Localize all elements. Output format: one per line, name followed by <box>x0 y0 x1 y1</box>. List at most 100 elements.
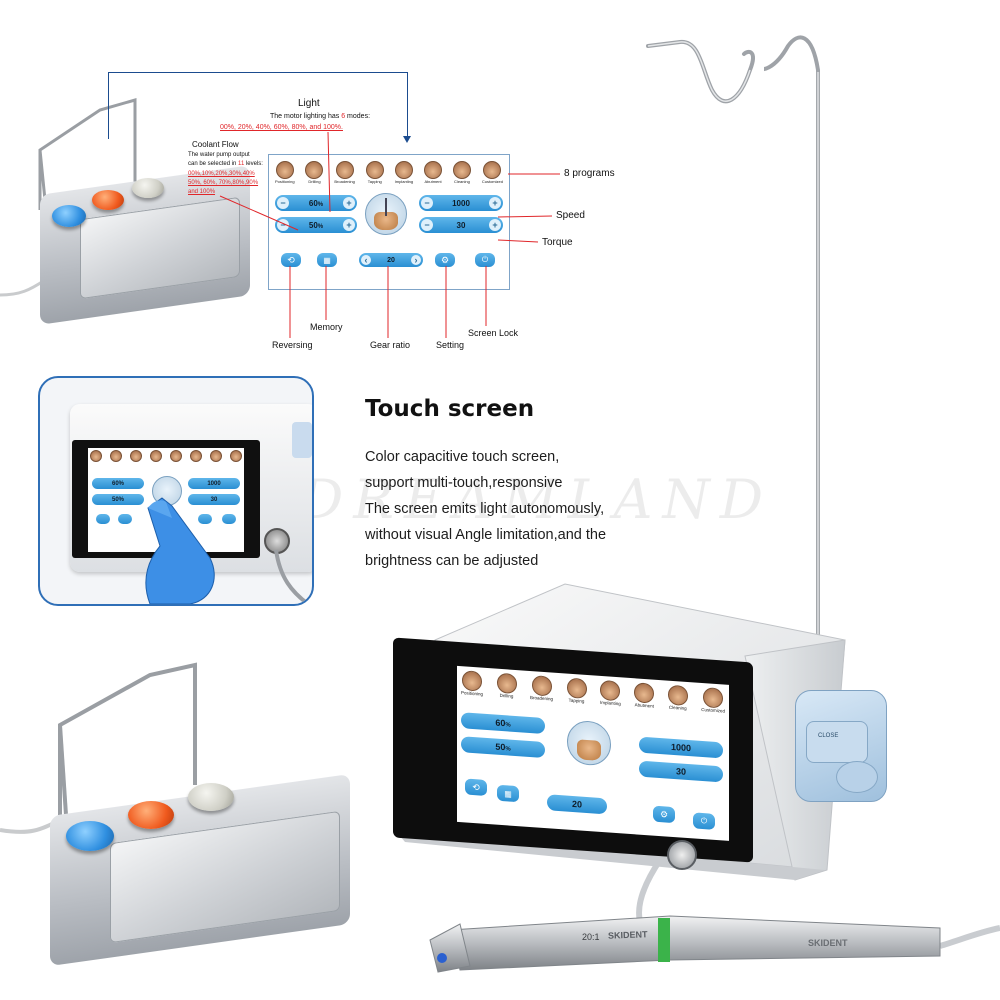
console-program-cleaning[interactable]: Cleaning <box>667 684 688 711</box>
gloved-hand <box>145 497 310 604</box>
touch-demo-inset: 60% 50% 1000 30 <box>38 376 314 606</box>
coolant-levels-1: 00%,10%,20%,30%,40% <box>188 171 255 177</box>
console-light-value: 60 <box>495 717 506 729</box>
console-gear-ratio-control[interactable]: 20 <box>547 794 607 815</box>
torque-value: 30 <box>456 220 466 230</box>
label-screen-lock: Screen Lock <box>468 328 519 338</box>
light-control: − 60% + <box>275 195 357 211</box>
gear-icon: ⚙ <box>659 808 669 820</box>
console-gear-value: 20 <box>571 798 582 810</box>
light-plus-button[interactable]: + <box>343 197 355 209</box>
peristaltic-pump: CLOSE <box>795 690 887 802</box>
label-memory: Memory <box>310 322 343 332</box>
program-tapping[interactable]: Tapping <box>365 161 384 184</box>
speed-plus-button[interactable]: + <box>489 197 501 209</box>
coolant-description-2: can be selected in 11 levels: <box>188 161 263 167</box>
console-torque-control[interactable]: 30 <box>639 760 723 783</box>
handpiece-brand-2: SKIDENT <box>808 938 848 948</box>
light-modes: 00%, 20%, 40%, 60%, 80%, and 100%. <box>220 124 343 131</box>
iv-pole-top <box>764 35 820 72</box>
reversing-button[interactable]: ⟲ <box>281 253 301 267</box>
main-console: Positioning Drilling Broadening Tapping … <box>375 580 1000 920</box>
console-program-bar: Positioning Drilling Broadening Tapping … <box>461 670 725 714</box>
console-reversing-button[interactable]: ⟲ <box>465 778 487 796</box>
console-program-customized[interactable]: Customized <box>701 687 725 714</box>
inset-light-value: 60 <box>111 480 119 487</box>
lock-icon: ⏻ <box>481 255 489 264</box>
coolant-levels-3: and 100% <box>188 189 216 195</box>
reverse-icon: ⟲ <box>472 781 480 792</box>
console-coolant-value: 50 <box>495 741 506 753</box>
feature-line-4: without visual Angle limitation,and the <box>365 527 607 543</box>
orange-button <box>128 801 174 829</box>
torque-minus-button[interactable]: − <box>421 219 433 231</box>
inset-coolant-value: 50 <box>111 496 119 503</box>
light-description: The motor lighting has 6 modes: <box>270 113 371 120</box>
feature-line-3: The screen emits light autonomously, <box>365 501 605 517</box>
program-implanting[interactable]: Implanting <box>395 161 413 184</box>
setting-button[interactable]: ⚙ <box>435 253 455 267</box>
speed-control: − 1000 + <box>419 195 503 211</box>
speed-minus-button[interactable]: − <box>421 197 433 209</box>
console-screen: Positioning Drilling Broadening Tapping … <box>457 665 729 841</box>
grey-button <box>188 783 234 811</box>
console-light-control[interactable]: 60% <box>461 712 545 735</box>
program-customized[interactable]: Customized <box>482 161 503 184</box>
implant-preview <box>365 193 407 235</box>
inset-torque-value: 30 <box>210 496 218 503</box>
foot-pedal-top <box>0 90 270 325</box>
console-speed-control[interactable]: 1000 <box>639 736 723 759</box>
gear-ratio-control: ‹ 20 › <box>359 253 423 267</box>
light-minus-button[interactable]: − <box>277 197 289 209</box>
memory-icon: ▦ <box>323 255 331 265</box>
program-drilling[interactable]: Drilling <box>305 161 324 184</box>
feature-description: Color capacitive touch screen, support m… <box>365 444 695 574</box>
handpiece <box>429 858 1000 973</box>
feature-line-2: support multi-touch,responsive <box>365 475 563 491</box>
gear-right-button[interactable]: › <box>411 255 421 265</box>
program-bar: Positioning Drilling Broadening Tapping … <box>275 161 503 184</box>
annotated-diagram: Positioning Drilling Broadening Tapping … <box>108 70 620 360</box>
feature-heading: Touch screen <box>365 396 535 422</box>
handpiece-ratio: 20:1 <box>582 932 600 942</box>
blue-button <box>52 205 86 227</box>
label-gear-ratio: Gear ratio <box>370 340 411 350</box>
blue-button <box>66 821 114 851</box>
console-coolant-control[interactable]: 50% <box>461 736 545 759</box>
console-implant-preview <box>567 719 611 767</box>
torque-plus-button[interactable]: + <box>489 219 501 231</box>
label-torque: Torque <box>542 237 573 248</box>
handpiece-port <box>667 840 697 870</box>
memory-icon: ▦ <box>504 788 512 799</box>
console-program-broadening[interactable]: Broadening <box>530 675 553 702</box>
program-abutment[interactable]: Abutment <box>424 161 443 184</box>
coolant-value: 50 <box>308 220 318 230</box>
foot-pedal-bottom <box>0 655 360 967</box>
program-broadening[interactable]: Broadening <box>334 161 355 184</box>
coolant-description-1: The water pump output <box>188 152 250 158</box>
watermark: DREAMLAND <box>300 468 774 531</box>
feature-line-1: Color capacitive touch screen, <box>365 449 560 465</box>
speed-value: 1000 <box>452 198 470 208</box>
console-program-positioning[interactable]: Positioning <box>461 670 483 697</box>
screen-lock-button[interactable]: ⏻ <box>475 253 495 267</box>
console-program-implanting[interactable]: Implanting <box>600 679 621 706</box>
reverse-icon: ⟲ <box>287 254 295 265</box>
program-positioning[interactable]: Positioning <box>275 161 295 184</box>
console-memory-button[interactable]: ▦ <box>497 784 519 803</box>
memory-button[interactable]: ▦ <box>317 253 337 267</box>
coolant-plus-button[interactable]: + <box>343 219 355 231</box>
orange-button <box>92 190 124 210</box>
program-cleaning[interactable]: Cleaning <box>452 161 471 184</box>
console-torque-value: 30 <box>675 766 686 777</box>
console-speed-value: 1000 <box>670 741 692 754</box>
label-setting: Setting <box>436 340 465 350</box>
console-program-tapping[interactable]: Tapping <box>566 677 587 704</box>
console-program-drilling[interactable]: Drilling <box>496 672 517 699</box>
label-reversing: Reversing <box>272 340 313 350</box>
gear-left-button[interactable]: ‹ <box>361 255 371 265</box>
console-program-abutment[interactable]: Abutment <box>634 682 655 709</box>
callout-lines <box>219 131 560 338</box>
gear-icon: ⚙ <box>440 254 450 265</box>
diagram-connector <box>108 72 408 139</box>
